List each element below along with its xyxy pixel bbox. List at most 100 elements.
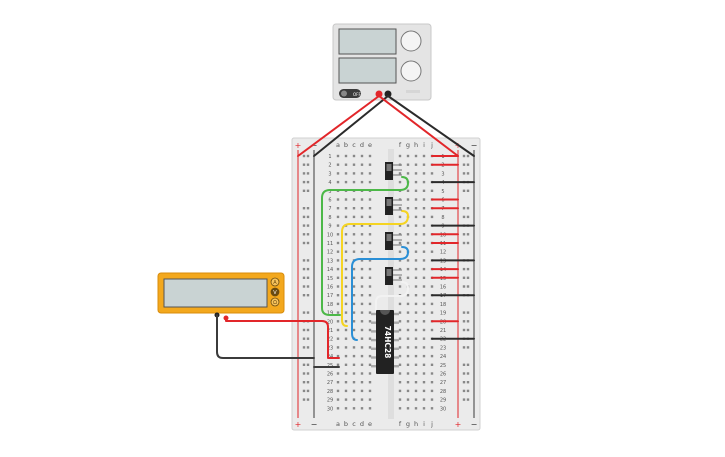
row-label: 23 xyxy=(440,345,446,351)
rail-polarity-label: − xyxy=(311,141,318,150)
slide-switch[interactable] xyxy=(385,197,402,215)
rail-polarity-label: + xyxy=(295,141,302,150)
voltage-knob[interactable] xyxy=(400,30,422,52)
column-label: f xyxy=(399,141,402,149)
negative-terminal[interactable] xyxy=(384,90,392,98)
row-label: 29 xyxy=(327,398,333,404)
row-label: 7 xyxy=(328,206,331,212)
row-label: 17 xyxy=(327,293,333,299)
multimeter-display xyxy=(163,278,268,308)
row-label: 19 xyxy=(327,311,333,317)
row-label: 18 xyxy=(440,302,446,308)
row-label: 2 xyxy=(328,163,331,169)
multimeter[interactable]: AVΩ xyxy=(157,272,285,321)
row-label: 25 xyxy=(327,363,333,369)
svg-text:Ω: Ω xyxy=(273,300,277,306)
row-label: 5 xyxy=(441,189,444,195)
white-wire[interactable] xyxy=(375,281,409,313)
multimeter-black-lead[interactable] xyxy=(216,314,315,359)
power-supply[interactable]: OFF xyxy=(332,23,432,101)
column-label: c xyxy=(352,420,356,428)
multimeter-red-lead[interactable] xyxy=(225,317,340,359)
column-label: c xyxy=(352,141,356,149)
supply-positive-wire-right[interactable] xyxy=(378,95,459,157)
row-label: 9 xyxy=(328,224,331,230)
green-wire[interactable] xyxy=(321,176,409,316)
column-label: e xyxy=(368,141,372,149)
column-label: h xyxy=(414,420,418,428)
column-label: a xyxy=(336,420,340,428)
rail-polarity-label: − xyxy=(471,141,478,150)
row-label: 19 xyxy=(440,311,446,317)
row-label: 21 xyxy=(440,328,446,334)
row-label: 28 xyxy=(440,389,446,395)
column-label: e xyxy=(368,420,372,428)
rail-polarity-label: + xyxy=(455,420,462,429)
row-label: 12 xyxy=(327,250,333,256)
column-label: j xyxy=(430,141,433,149)
row-label: 27 xyxy=(440,380,446,386)
row-label: 3 xyxy=(441,171,444,177)
column-label: g xyxy=(406,141,410,149)
slide-switch[interactable] xyxy=(385,232,402,250)
row-label: 25 xyxy=(440,363,446,369)
row-label: 6 xyxy=(328,198,331,204)
row-label: 3 xyxy=(328,171,331,177)
column-label: d xyxy=(360,420,364,428)
rail-polarity-label: − xyxy=(311,420,318,429)
row-label: 16 xyxy=(327,285,333,291)
column-label: d xyxy=(360,141,364,149)
row-label: 18 xyxy=(327,302,333,308)
row-label: 12 xyxy=(440,250,446,256)
row-label: 26 xyxy=(327,372,333,378)
column-label: g xyxy=(406,420,410,428)
row-label: 11 xyxy=(327,241,333,247)
row-label: 4 xyxy=(328,180,331,186)
multimeter-mode-2[interactable]: V xyxy=(270,287,280,297)
svg-text:V: V xyxy=(273,290,277,296)
chip-label: 74HC28 xyxy=(383,326,392,359)
row-label: 15 xyxy=(327,276,333,282)
slide-switch[interactable] xyxy=(385,162,402,180)
row-label: 8 xyxy=(328,215,331,221)
multimeter-mode-3[interactable]: Ω xyxy=(270,297,280,307)
row-label: 16 xyxy=(440,285,446,291)
row-label: 29 xyxy=(440,398,446,404)
supply-negative-wire-right[interactable] xyxy=(387,95,475,157)
row-label: 30 xyxy=(440,406,446,412)
multimeter-mode-1[interactable]: A xyxy=(270,277,280,287)
supply-positive-wire-left[interactable] xyxy=(297,95,380,157)
column-label: b xyxy=(344,420,348,428)
slide-switch[interactable] xyxy=(385,267,402,285)
blue-wire[interactable] xyxy=(351,246,409,341)
column-label: i xyxy=(423,141,425,149)
column-label: j xyxy=(430,420,433,428)
column-label: a xyxy=(336,141,340,149)
row-label: 28 xyxy=(327,389,333,395)
power-switch-label: OFF xyxy=(353,92,361,97)
column-label: f xyxy=(399,420,402,428)
row-label: 20 xyxy=(327,319,333,325)
row-label: 22 xyxy=(327,337,333,343)
row-label: 5 xyxy=(328,189,331,195)
row-label: 27 xyxy=(327,380,333,386)
row-label: 24 xyxy=(440,354,446,360)
svg-text:A: A xyxy=(273,280,277,286)
row-label: 26 xyxy=(440,372,446,378)
yellow-wire[interactable] xyxy=(341,210,409,327)
row-label: 14 xyxy=(327,267,333,273)
positive-terminal[interactable] xyxy=(375,90,383,98)
ic-chip[interactable]: 74HC28 xyxy=(371,310,399,374)
row-label: 10 xyxy=(327,232,333,238)
rail-polarity-label: − xyxy=(471,420,478,429)
row-label: 1 xyxy=(328,154,331,160)
rail-polarity-label: + xyxy=(295,420,302,429)
current-knob[interactable] xyxy=(400,60,422,82)
row-label: 21 xyxy=(327,328,333,334)
column-label: b xyxy=(344,141,348,149)
row-label: 8 xyxy=(441,215,444,221)
row-label: 13 xyxy=(327,258,333,264)
row-label: 23 xyxy=(327,345,333,351)
supply-negative-wire-left[interactable] xyxy=(313,95,389,157)
